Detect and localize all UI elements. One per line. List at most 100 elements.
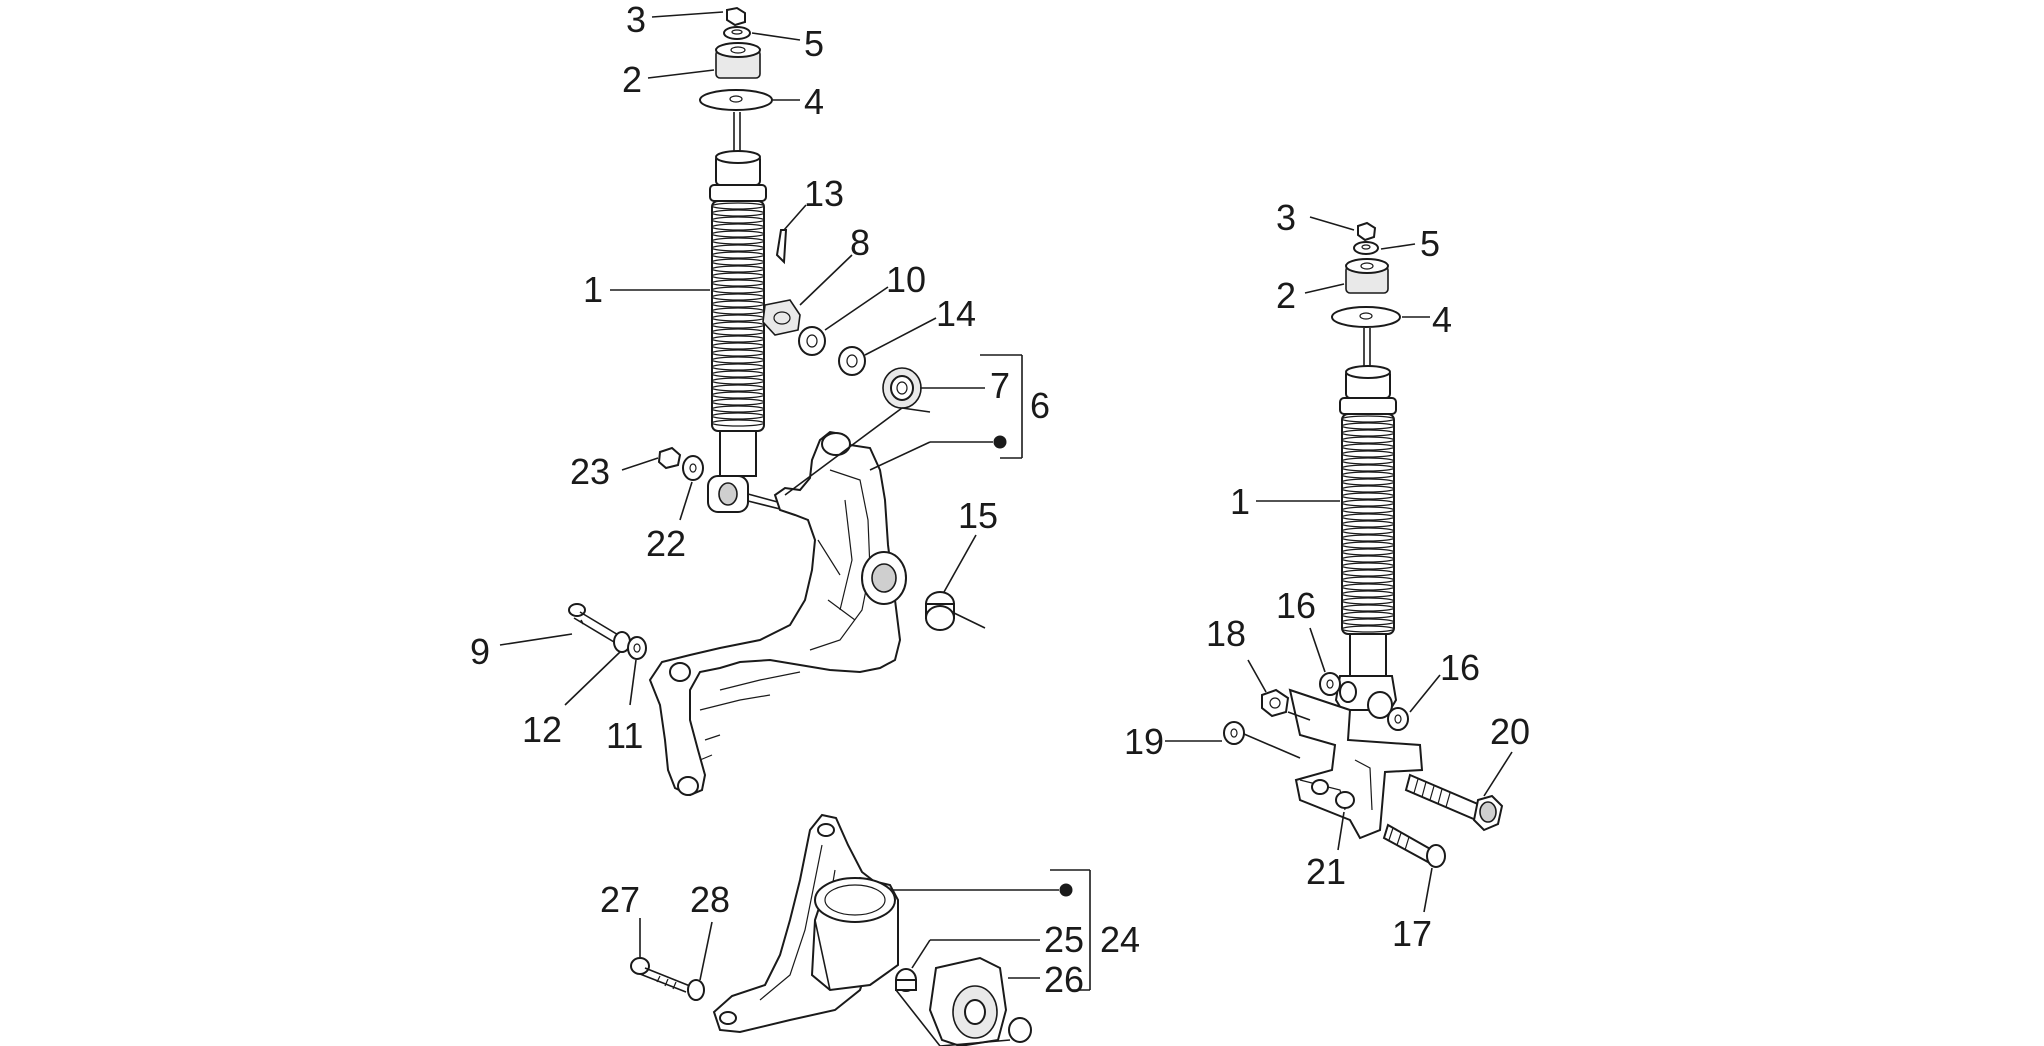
callout-11: 11 <box>606 715 643 756</box>
spring-coil <box>711 272 765 280</box>
spring-coil <box>1341 604 1395 612</box>
spring-coil <box>1341 429 1395 437</box>
spring-coil <box>1341 422 1395 430</box>
callout-25: 25 <box>1044 919 1084 960</box>
spring-coil <box>1341 471 1395 479</box>
callout-1-right: 1 <box>1230 481 1250 522</box>
spring-coil <box>1341 569 1395 577</box>
spring-coil <box>1341 485 1395 493</box>
spring-coil <box>1341 611 1395 619</box>
spring-coil <box>711 244 765 252</box>
spring-coil <box>1341 499 1395 507</box>
callout-13: 13 <box>804 173 844 214</box>
callout-18: 18 <box>1206 613 1246 654</box>
spring-coil <box>711 377 765 385</box>
callout-1-left: 1 <box>583 269 603 310</box>
spring-coil <box>711 216 765 224</box>
spring-coil <box>711 258 765 266</box>
callout-27: 27 <box>600 879 640 920</box>
spring-coil <box>711 398 765 406</box>
callout-2-left: 2 <box>622 59 642 100</box>
callout-17: 17 <box>1392 913 1432 954</box>
callout-4-right: 4 <box>1432 299 1452 340</box>
left-swing-arm <box>648 430 986 797</box>
spring-coil <box>711 328 765 336</box>
left-bearing-parts <box>762 229 922 409</box>
spring-coil <box>1341 527 1395 535</box>
callout-10: 10 <box>886 259 926 300</box>
spring-coil <box>711 412 765 420</box>
callout-28: 28 <box>690 879 730 920</box>
spring-coil <box>1341 478 1395 486</box>
spring-coil <box>711 405 765 413</box>
callout-16-right: 16 <box>1440 647 1480 688</box>
callout-8: 8 <box>850 222 870 263</box>
callout-3-left: 3 <box>626 0 646 40</box>
callout-15: 15 <box>958 495 998 536</box>
spring-coil <box>1341 457 1395 465</box>
callout-7: 7 <box>990 365 1010 406</box>
spring-coil <box>711 419 765 427</box>
spring-coil <box>1341 513 1395 521</box>
spring-coil <box>1341 450 1395 458</box>
spring-coil <box>1341 443 1395 451</box>
spring-coil <box>1341 415 1395 423</box>
spring-coil <box>1341 590 1395 598</box>
spring-coil <box>711 363 765 371</box>
left-shock-absorber <box>657 6 801 515</box>
spring-coil <box>711 237 765 245</box>
bottom-leader-lines <box>639 869 1091 1046</box>
spring-coil <box>1341 625 1395 633</box>
spring-coil <box>1341 506 1395 514</box>
right-shock-absorber <box>1223 221 1504 868</box>
spring-coil <box>711 391 765 399</box>
bottom-bracket-assembly <box>630 813 1032 1046</box>
bottom-callout-labels: 27 28 25 24 26 <box>600 879 1140 1000</box>
callout-12: 12 <box>522 709 562 750</box>
callout-9: 9 <box>470 631 490 672</box>
spring-coil <box>1341 520 1395 528</box>
spring-coil <box>711 286 765 294</box>
spring-coil <box>1341 618 1395 626</box>
spring-coil <box>711 279 765 287</box>
callout-20: 20 <box>1490 711 1530 752</box>
spring-coil <box>711 293 765 301</box>
callout-2-right: 2 <box>1276 275 1296 316</box>
spring-coil <box>711 370 765 378</box>
callout-6: 6 <box>1030 385 1050 426</box>
spring-coil <box>711 251 765 259</box>
spring-coil <box>1341 464 1395 472</box>
callout-26: 26 <box>1044 959 1084 1000</box>
spring-coil <box>711 342 765 350</box>
spring-coil <box>711 223 765 231</box>
callout-22: 22 <box>646 523 686 564</box>
spring-coil <box>1341 541 1395 549</box>
callout-16-left: 16 <box>1276 585 1316 626</box>
spring-coil <box>711 300 765 308</box>
spring-coil <box>1341 576 1395 584</box>
left-bolt-parts <box>568 603 647 660</box>
spring-coil <box>1341 492 1395 500</box>
spring-coil <box>1341 583 1395 591</box>
spring-coil <box>711 356 765 364</box>
callout-3-right: 3 <box>1276 197 1296 238</box>
spring-coil <box>1341 534 1395 542</box>
spring-coil <box>1341 555 1395 563</box>
spring-coil <box>1341 562 1395 570</box>
spring-coil <box>1341 597 1395 605</box>
spring-coil <box>711 202 765 210</box>
spring-coil <box>711 335 765 343</box>
spring-coil <box>711 321 765 329</box>
right-leader-lines <box>1165 216 1513 913</box>
spring-coil <box>1341 548 1395 556</box>
spring-coil <box>711 230 765 238</box>
callout-21: 21 <box>1306 851 1346 892</box>
right-callout-labels: 3 5 2 4 1 16 16 18 19 20 21 17 <box>1124 197 1530 954</box>
left-callout-labels: 3 5 2 4 13 8 10 14 1 7 6 23 22 15 9 12 1… <box>470 0 1050 756</box>
left-leader-lines <box>499 11 1023 706</box>
callout-23: 23 <box>570 451 610 492</box>
spring-coil <box>711 265 765 273</box>
spring-coil <box>711 384 765 392</box>
callout-4-left: 4 <box>804 81 824 122</box>
